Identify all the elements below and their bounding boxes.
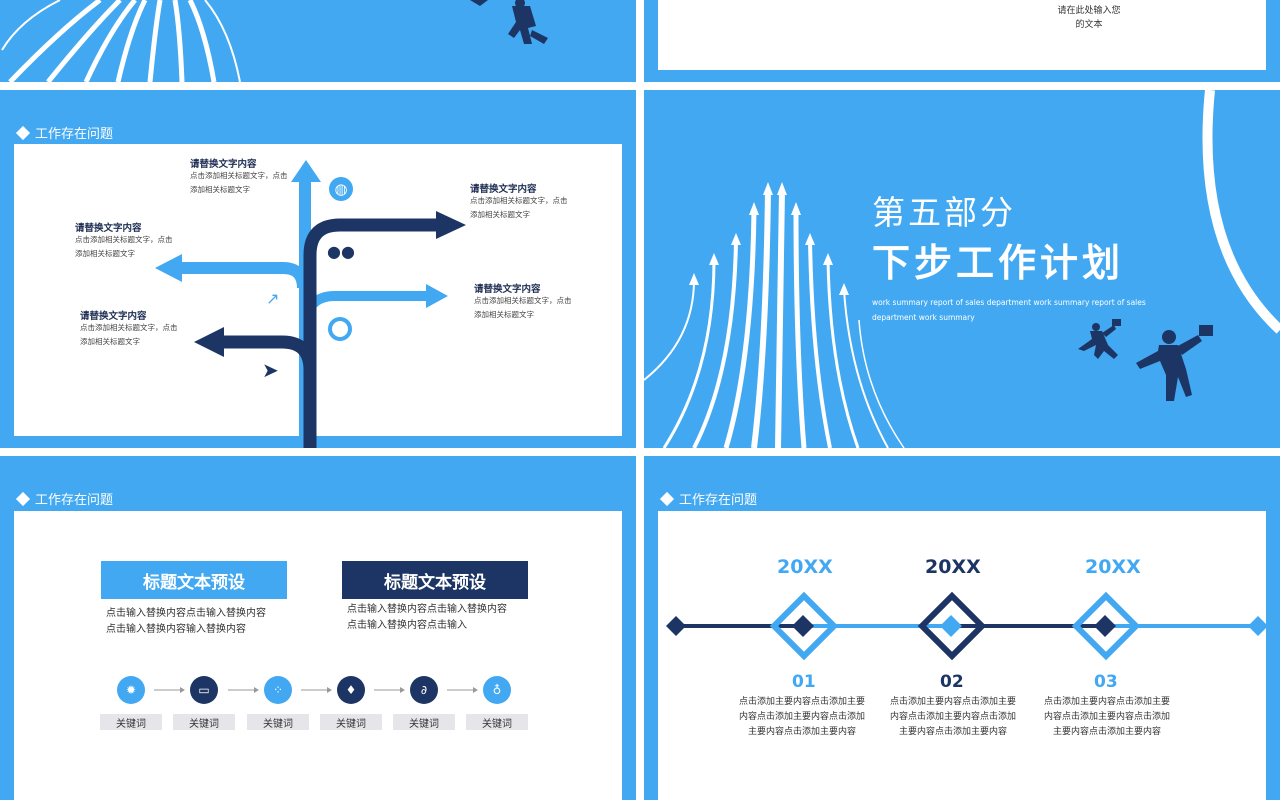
chart-trend-icon: ↗ (266, 289, 280, 308)
section-part-label: 第五部分 (872, 193, 1016, 232)
keyword-tag: 关键词 (393, 714, 455, 730)
keyword-tag: 关键词 (247, 714, 309, 730)
timeline-year: 20XX (925, 556, 981, 578)
keyword-tag: 关键词 (466, 714, 528, 730)
item-text: 点击添加相关标题文字，点击 添加相关标题文字 (80, 321, 178, 349)
item-text-line: 添加相关标题文字 (474, 310, 534, 319)
timeline-text-line: 主要内容点击添加主要内容 (747, 727, 856, 737)
slide-section-cover[interactable]: 第五部分 下步工作计划 work summary report of sales… (644, 90, 1280, 448)
section-title: 工作存在问题 (659, 489, 758, 508)
timeline-graphic (666, 591, 1268, 661)
item-text: 点击添加相关标题文字，点击 添加相关标题文字 (75, 233, 173, 261)
timeline-text: 点击添加主要内容点击添加主要 内容点击添加主要内容点击添加 主要内容点击添加主要… (1037, 695, 1177, 740)
item-heading: 请替换文字内容 (474, 284, 541, 295)
section-title: 工作存在问题 (15, 489, 114, 508)
step-connector-arrows (154, 687, 478, 693)
item-text: 点击添加相关标题文字，点击 添加相关标题文字 (190, 169, 288, 197)
item-text: 点击添加相关标题文字，点击 添加相关标题文字 (470, 194, 568, 222)
slide-top-left[interactable] (0, 0, 636, 82)
item-text-line: 点击添加相关标题文字，点击 (190, 171, 288, 180)
timeline-text-line: 主要内容点击添加主要内容 (898, 727, 1007, 737)
slide-top-right[interactable]: 请在此处输入您 的文本 (644, 0, 1280, 82)
timeline-text-line: 点击添加主要内容点击添加主要 (889, 697, 1016, 707)
slide-problems-arrows[interactable]: 工作存在问题 ◍ ●● ↗ ➤ 请替换文字内容 点击添加相关标题文字，点击 添加… (0, 90, 636, 448)
item-heading: 请替换文字内容 (80, 311, 147, 322)
timeline-text-line: 内容点击添加主要内容点击添加 (738, 712, 865, 722)
arched-lines-graphic (1, 0, 241, 82)
item-text-line: 添加相关标题文字 (75, 249, 135, 258)
globe-icon: ◍ (329, 177, 353, 201)
text-line: 请在此处输入您 (1057, 6, 1121, 16)
keyword-tag: 关键词 (100, 714, 162, 730)
water-drops-icon: ⁘ (264, 676, 292, 704)
gear-icon: ✹ (117, 676, 145, 704)
keyword-tag: 关键词 (320, 714, 382, 730)
section-title-text: 工作存在问题 (679, 493, 758, 508)
item-heading: 请替换文字内容 (470, 184, 537, 195)
timeline-text-line: 主要内容点击添加主要内容 (1052, 727, 1161, 737)
box-text-line: 点击输入替换内容输入替换内容 (106, 624, 246, 635)
box-text: 点击输入替换内容点击输入替换内容 点击输入替换内容点击输入 (347, 602, 507, 634)
timeline-text: 点击添加主要内容点击添加主要 内容点击添加主要内容点击添加 主要内容点击添加主要… (883, 695, 1023, 740)
drop-icon: ♦ (337, 676, 365, 704)
box-title-light: 标题文本预设 (101, 561, 287, 599)
section-title-text: 工作存在问题 (35, 127, 114, 142)
item-heading: 请替换文字内容 (190, 159, 257, 170)
box-text: 点击输入替换内容点击输入替换内容 点击输入替换内容输入替换内容 (106, 606, 266, 638)
item-heading: 请替换文字内容 (75, 223, 142, 234)
section-title-text: 工作存在问题 (35, 493, 114, 508)
item-text-line: 添加相关标题文字 (80, 337, 140, 346)
box-text-line: 点击输入替换内容点击输入 (347, 620, 467, 631)
subtitle-line: work summary report of sales department … (872, 298, 1146, 307)
content-panel (14, 144, 622, 436)
item-text: 点击添加相关标题文字，点击 添加相关标题文字 (474, 294, 572, 322)
item-text-line: 点击添加相关标题文字，点击 (474, 296, 572, 305)
section-title: 工作存在问题 (15, 123, 114, 142)
timeline-year: 20XX (1085, 556, 1141, 578)
timeline-number: 02 (940, 672, 964, 692)
lifebuoy-icon (328, 317, 352, 341)
item-text-line: 点击添加相关标题文字，点击 (470, 196, 568, 205)
item-text-line: 点击添加相关标题文字，点击 (80, 323, 178, 332)
lightbulb-icon: ♁ (483, 676, 511, 704)
timeline-text-line: 点击添加主要内容点击添加主要 (1043, 697, 1170, 707)
signpost-arrows-graphic (155, 160, 466, 448)
keyword-tag: 关键词 (173, 714, 235, 730)
team-icon: ●● (327, 242, 355, 261)
box-text-line: 点击输入替换内容点击输入替换内容 (106, 608, 266, 619)
rising-arrows-graphic (644, 90, 1280, 448)
content-panel (14, 511, 622, 800)
box-text-line: 点击输入替换内容点击输入替换内容 (347, 604, 507, 615)
businessman-silhouette-icon (470, 0, 548, 44)
slide-problems-steps[interactable]: 工作存在问题 标题文本预设 点击输入替换内容点击输入替换内容 点击输入替换内容输… (0, 456, 636, 800)
timeline-text: 点击添加主要内容点击添加主要 内容点击添加主要内容点击添加 主要内容点击添加主要… (732, 695, 872, 740)
text-line: 的文本 (1075, 20, 1103, 30)
timeline-year: 20XX (777, 556, 833, 578)
businessmen-jumping-icon (1078, 319, 1213, 401)
timeline-text-line: 内容点击添加主要内容点击添加 (889, 712, 1016, 722)
text-placeholder: 请在此处输入您 的文本 (1034, 4, 1144, 32)
paper-plane-icon: ➤ (262, 358, 279, 382)
timeline-number: 01 (792, 672, 816, 692)
content-panel (658, 0, 1266, 70)
content-panel (658, 511, 1266, 800)
subtitle-line: department work summary (872, 313, 975, 322)
slide-problems-timeline[interactable]: 工作存在问题 20XX 20XX 20XX 01 02 03 点击添加主要内容点… (644, 456, 1280, 800)
section-subtitle: work summary report of sales department … (872, 295, 1146, 325)
timeline-text-line: 内容点击添加主要内容点击添加 (1043, 712, 1170, 722)
timeline-text-line: 点击添加主要内容点击添加主要 (738, 697, 865, 707)
item-text-line: 点击添加相关标题文字，点击 (75, 235, 173, 244)
section-title: 下步工作计划 (872, 241, 1125, 285)
item-text-line: 添加相关标题文字 (470, 210, 530, 219)
box-title-dark: 标题文本预设 (342, 561, 528, 599)
chat-bubble-icon: ▭ (190, 676, 218, 704)
item-text-line: 添加相关标题文字 (190, 185, 250, 194)
timeline-number: 03 (1094, 672, 1118, 692)
paperclip-icon: ∂ (410, 676, 438, 704)
